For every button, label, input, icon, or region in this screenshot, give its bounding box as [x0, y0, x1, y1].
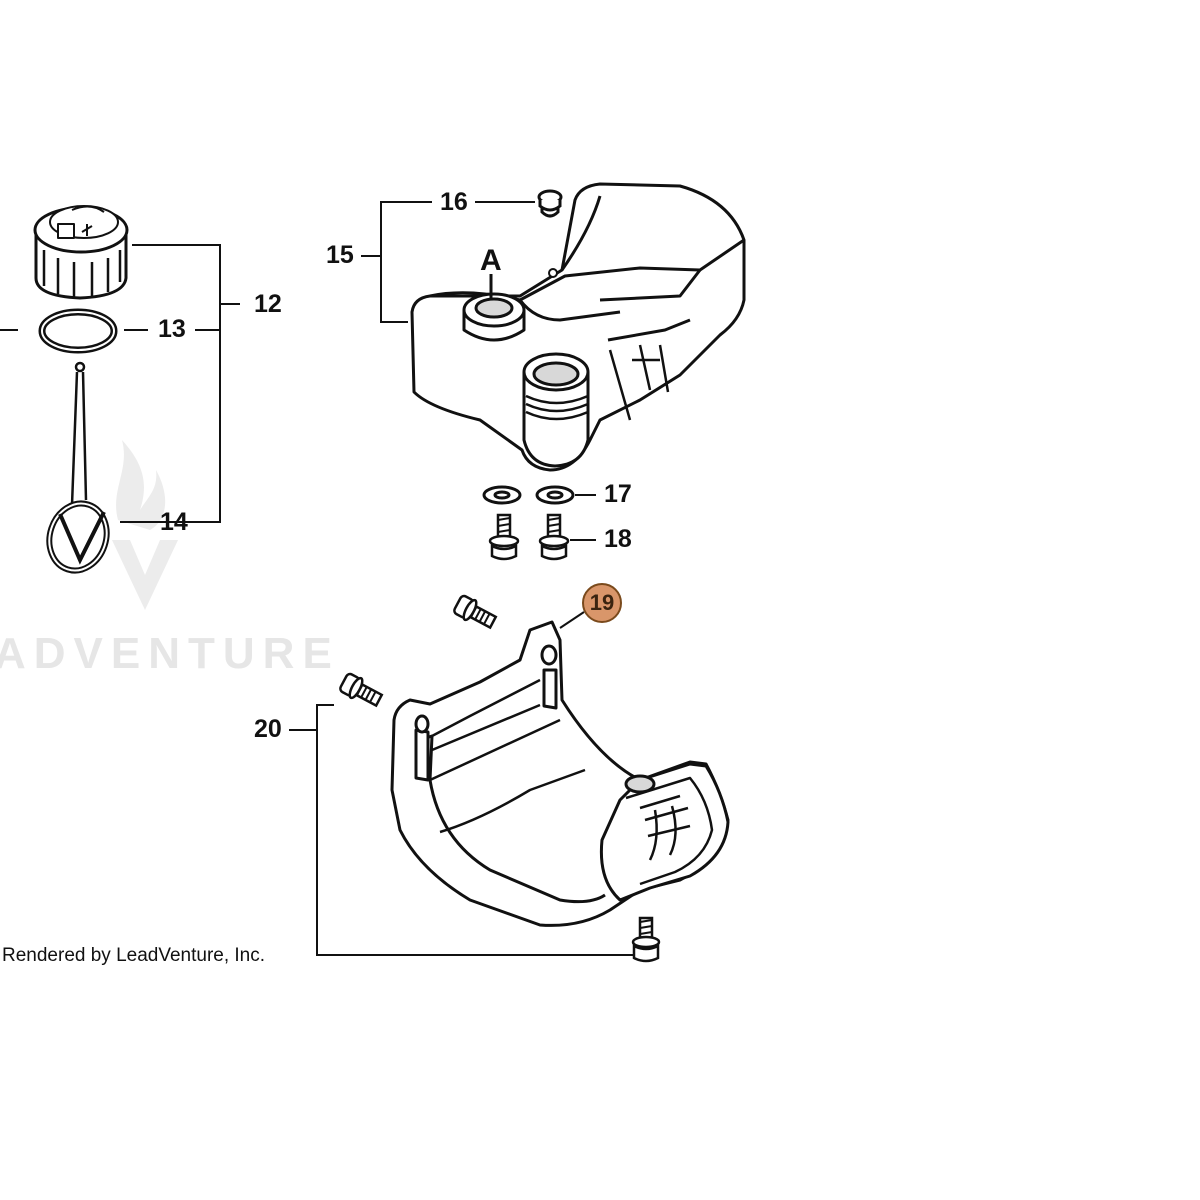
bracket-part-19	[390, 620, 730, 927]
grommet-part-16	[537, 189, 563, 218]
fuel-pickup-part-14	[46, 361, 110, 574]
watermark-logo	[112, 440, 178, 610]
fuel-tank-part-15	[410, 182, 746, 472]
gasket-part-13	[38, 308, 118, 354]
render-credit: Rendered by LeadVenture, Inc.	[2, 945, 266, 966]
callout-15: 15	[326, 241, 354, 269]
callout-14: 14	[160, 508, 188, 536]
leader-lines	[0, 201, 634, 956]
callout-18: 18	[604, 525, 632, 553]
callout-16: 16	[440, 188, 468, 216]
bolts-part-18	[488, 513, 570, 561]
watermark-text: ADVENTURE	[0, 629, 340, 678]
callout-17: 17	[604, 480, 632, 508]
callout-12: 12	[254, 290, 282, 318]
washers-part-17	[482, 485, 575, 505]
callout-13: 13	[158, 315, 186, 343]
fuel-cap-part-12	[33, 205, 129, 300]
highlighted-callout-19[interactable]: 19	[582, 583, 622, 623]
screws-part-20	[339, 594, 661, 963]
callout-A: A	[480, 244, 502, 277]
callout-20: 20	[254, 715, 282, 743]
